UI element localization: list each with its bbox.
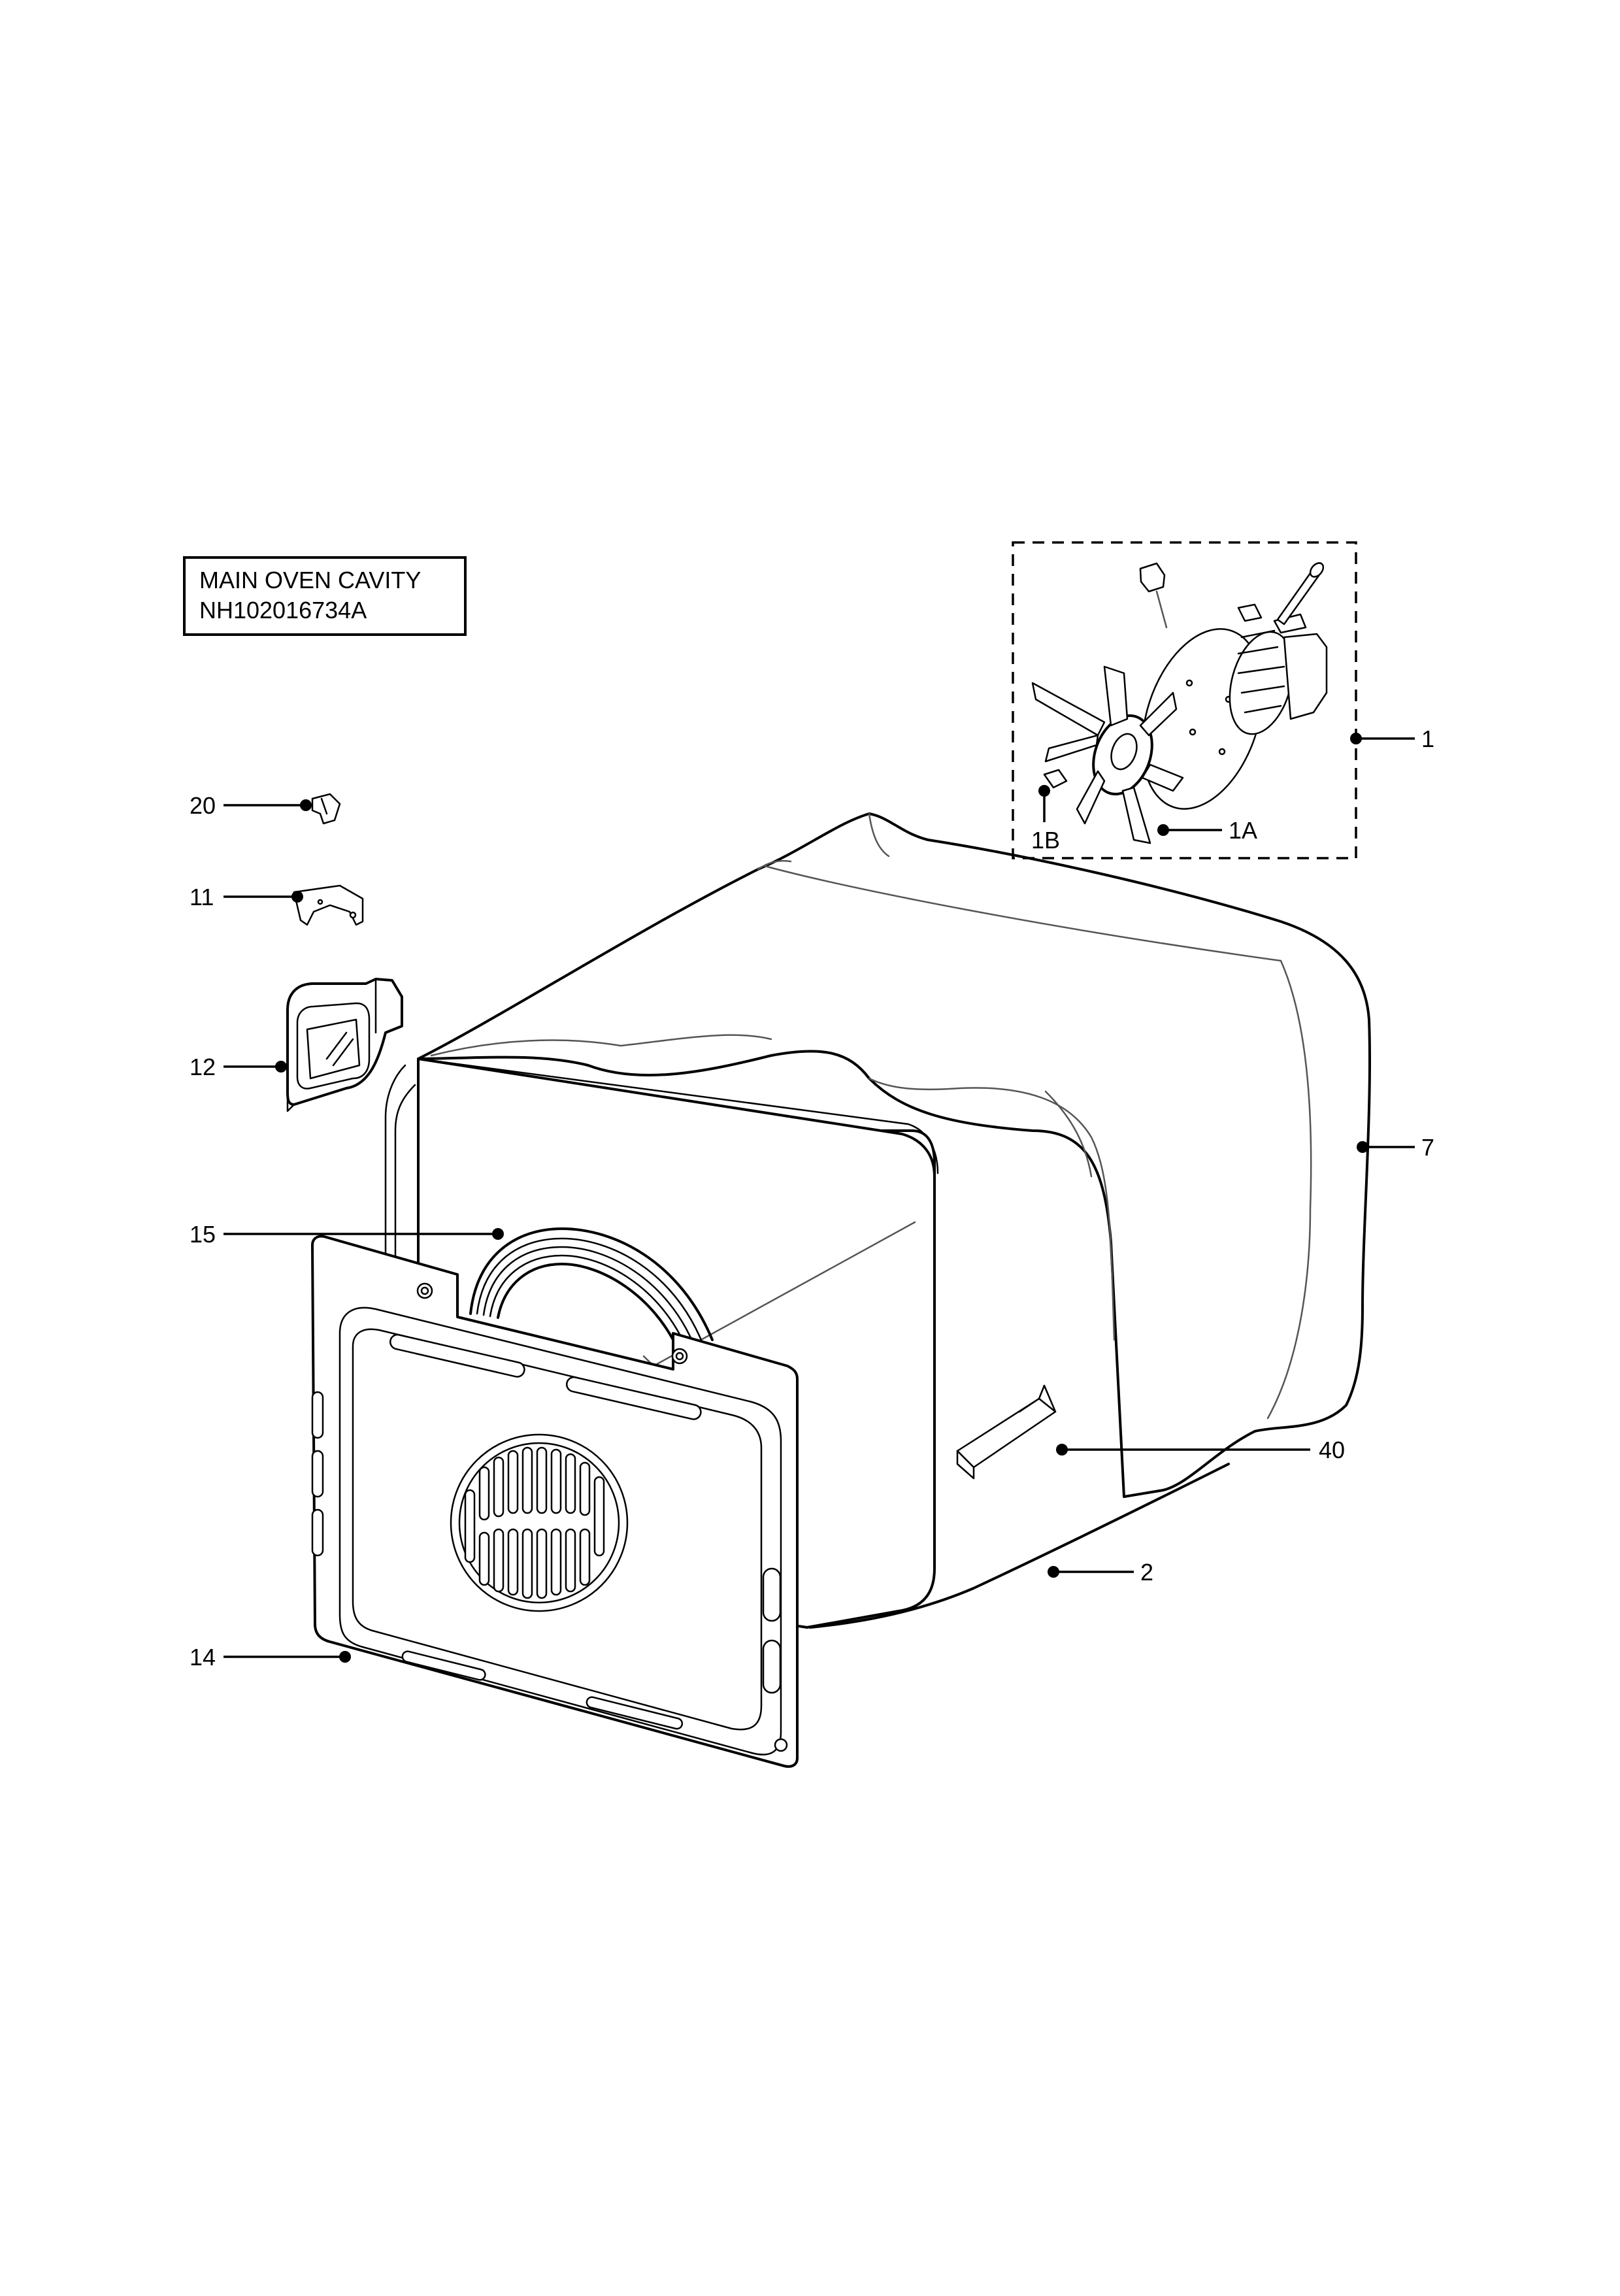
title-box: MAIN OVEN CAVITY NH102016734A <box>183 556 467 636</box>
callout-1A: 1A <box>1229 817 1257 844</box>
part-1-fan-motor-assembly <box>1012 541 1357 859</box>
callout-1B: 1B <box>1031 827 1060 854</box>
callout-1: 1 <box>1421 725 1434 752</box>
callout-2: 2 <box>1140 1559 1153 1586</box>
part-7-insulation-wrap <box>417 812 1372 1498</box>
callout-20: 20 <box>190 792 216 819</box>
fan-grille-slots <box>464 1446 605 1599</box>
part-20-clip <box>311 793 341 825</box>
part-14-front-frame <box>311 1235 799 1768</box>
callout-40: 40 <box>1319 1437 1345 1463</box>
callout-15: 15 <box>190 1221 216 1248</box>
callout-11: 11 <box>190 884 214 910</box>
part-40-shelf-runner <box>956 1384 1057 1480</box>
part-15-door-seal <box>469 1227 714 1352</box>
title-line-2: NH102016734A <box>199 597 367 624</box>
title-line-1: MAIN OVEN CAVITY <box>199 567 421 593</box>
part-11-bracket <box>293 884 364 926</box>
part-12-lamp-assembly <box>286 978 403 1112</box>
callout-14: 14 <box>190 1644 216 1671</box>
callout-12: 12 <box>190 1054 216 1080</box>
callout-7: 7 <box>1421 1134 1434 1161</box>
callouts: 1 1A 1B 2 7 11 12 14 15 20 <box>190 725 1434 1671</box>
